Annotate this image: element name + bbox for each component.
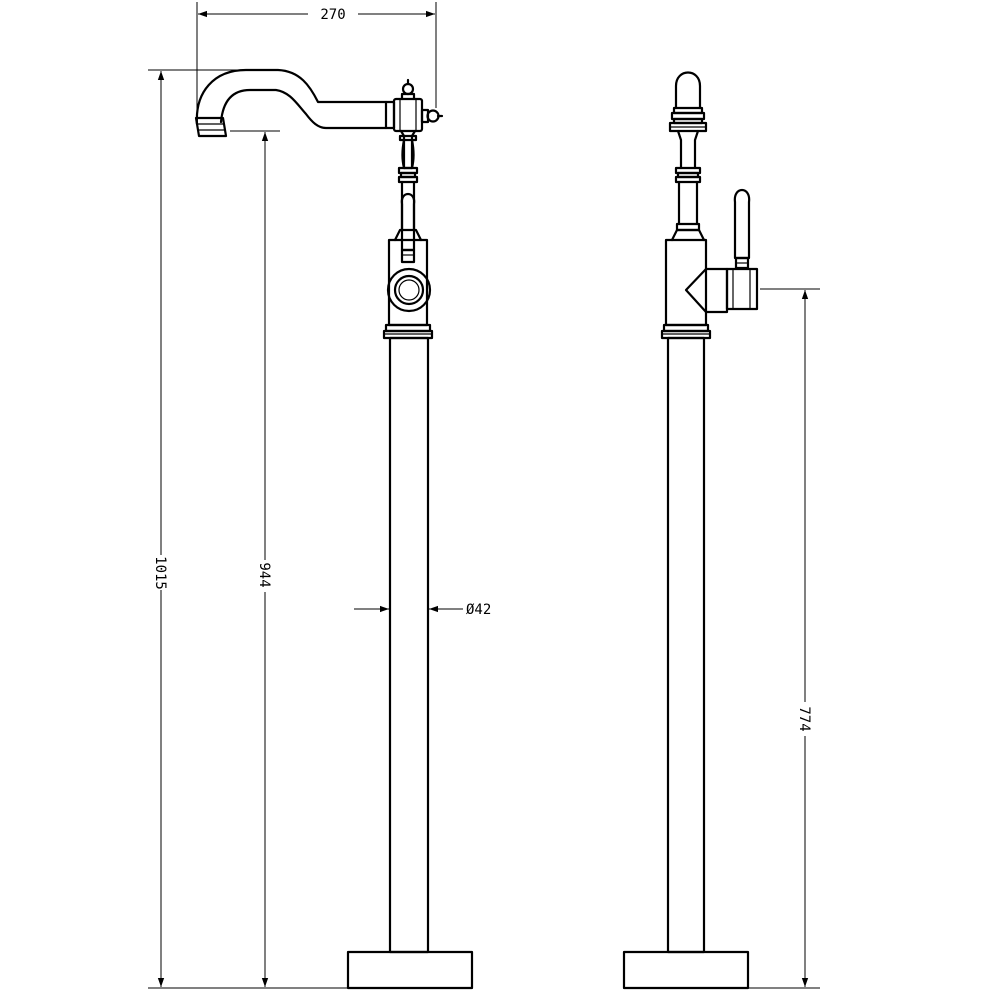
inlet-nut-front — [386, 267, 432, 313]
dimension-label-774: 774 — [796, 706, 812, 731]
side-view — [622, 71, 759, 990]
spout-end — [674, 71, 702, 110]
dimension-label-1015: 1015 — [152, 556, 168, 590]
dimension-label-270: 270 — [320, 7, 345, 23]
front-view — [194, 68, 474, 990]
dimension-pipe-diameter: Ø42 — [354, 602, 491, 618]
dimension-label-944: 944 — [256, 562, 272, 587]
lever-handle-front — [400, 192, 416, 252]
dimension-spout-reach: 270 — [196, 2, 437, 120]
pipe-side — [666, 336, 706, 954]
inlet-nut-side — [725, 267, 759, 311]
dimension-total-height: 1015 — [148, 69, 350, 989]
floor-plate-front — [346, 950, 474, 990]
spout-outline — [195, 68, 388, 130]
floor-plate-side — [622, 950, 750, 990]
pipe-front — [388, 336, 430, 954]
dimension-inlet-height: 774 — [748, 288, 820, 989]
dimension-outlet-height: 944 — [230, 130, 280, 987]
lever-handle-side — [733, 188, 751, 260]
dimension-label-diameter: Ø42 — [466, 602, 491, 618]
